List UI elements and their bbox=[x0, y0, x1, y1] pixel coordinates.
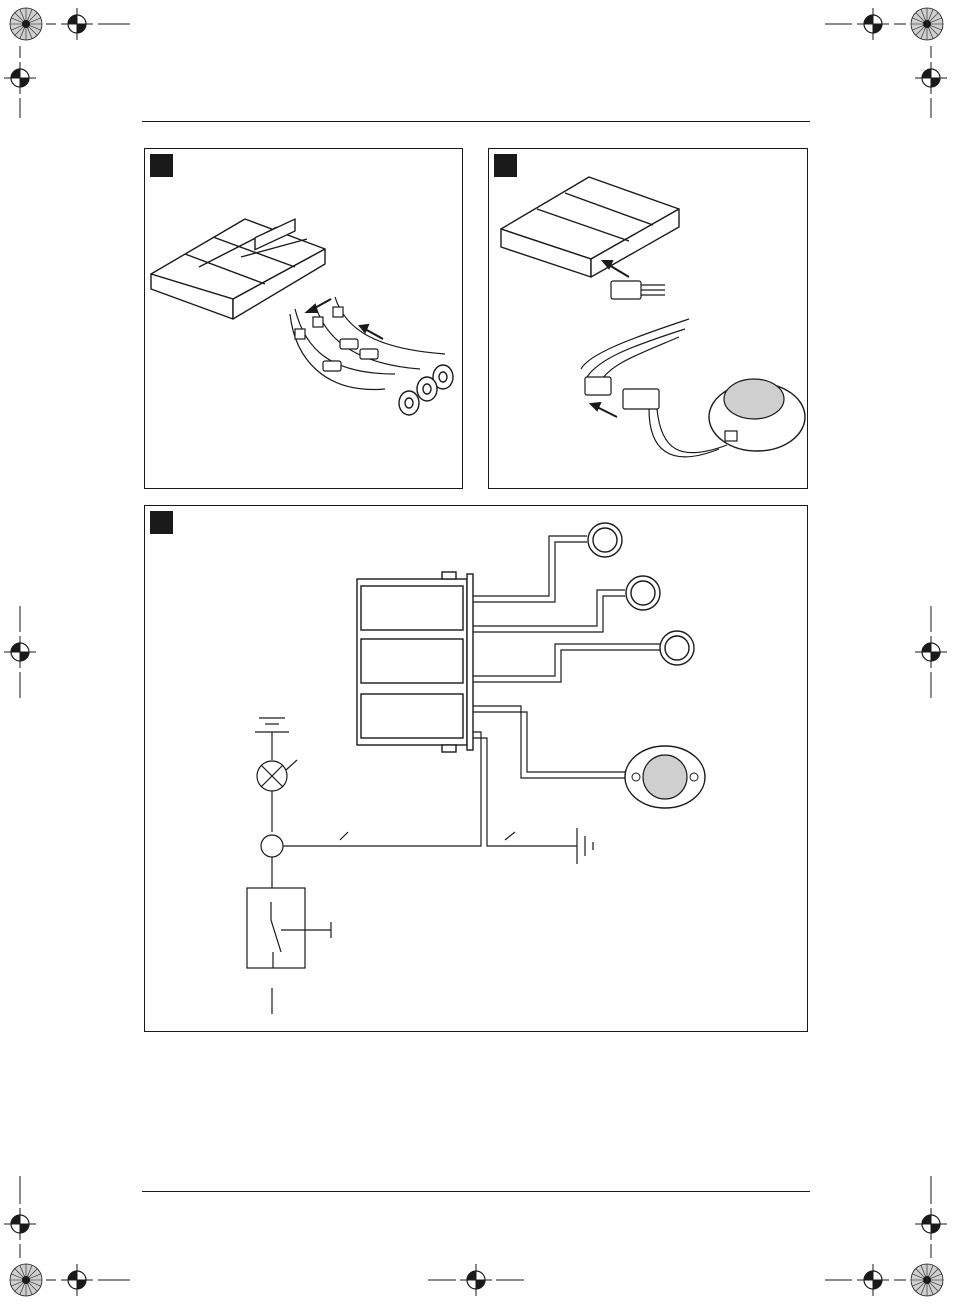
color-wheel-icon bbox=[911, 8, 943, 40]
header-rule bbox=[142, 121, 810, 122]
color-wheel-icon bbox=[911, 1264, 943, 1296]
control-unit bbox=[357, 572, 473, 752]
ground-icon bbox=[577, 828, 593, 864]
connection-node bbox=[261, 835, 283, 888]
registration-mark-icon bbox=[915, 1208, 947, 1240]
figure-panel-2 bbox=[488, 148, 808, 489]
footer-rule bbox=[142, 1191, 810, 1192]
figure-panel-3 bbox=[144, 505, 808, 1032]
registration-mark-icon bbox=[915, 636, 947, 668]
registration-mark-icon bbox=[61, 8, 93, 40]
sensor-icon bbox=[626, 576, 660, 610]
sensor-icon bbox=[399, 391, 419, 415]
registration-mark-icon bbox=[4, 1208, 36, 1240]
control-unit-sensors-drawing bbox=[145, 149, 464, 490]
color-wheel-icon bbox=[10, 1264, 42, 1296]
registration-mark-icon bbox=[857, 1264, 889, 1296]
registration-mark-icon bbox=[61, 1264, 93, 1296]
switch-icon bbox=[247, 888, 331, 1014]
registration-mark-icon bbox=[460, 1264, 492, 1296]
control-unit-buzzer-drawing bbox=[489, 149, 809, 490]
buzzer-icon bbox=[625, 746, 705, 808]
registration-mark-icon bbox=[4, 62, 36, 94]
figure-panel-1 bbox=[144, 148, 463, 489]
registration-mark-icon bbox=[4, 636, 36, 668]
color-wheel-icon bbox=[10, 8, 42, 40]
wiring-diagram bbox=[145, 506, 809, 1033]
registration-mark-icon bbox=[857, 8, 889, 40]
buzzer-icon bbox=[709, 379, 805, 451]
lamp-icon bbox=[255, 718, 297, 832]
sensor-icon bbox=[417, 377, 437, 401]
sensor-icon bbox=[588, 523, 622, 557]
registration-mark-icon bbox=[915, 62, 947, 94]
sensor-icon bbox=[660, 631, 694, 665]
